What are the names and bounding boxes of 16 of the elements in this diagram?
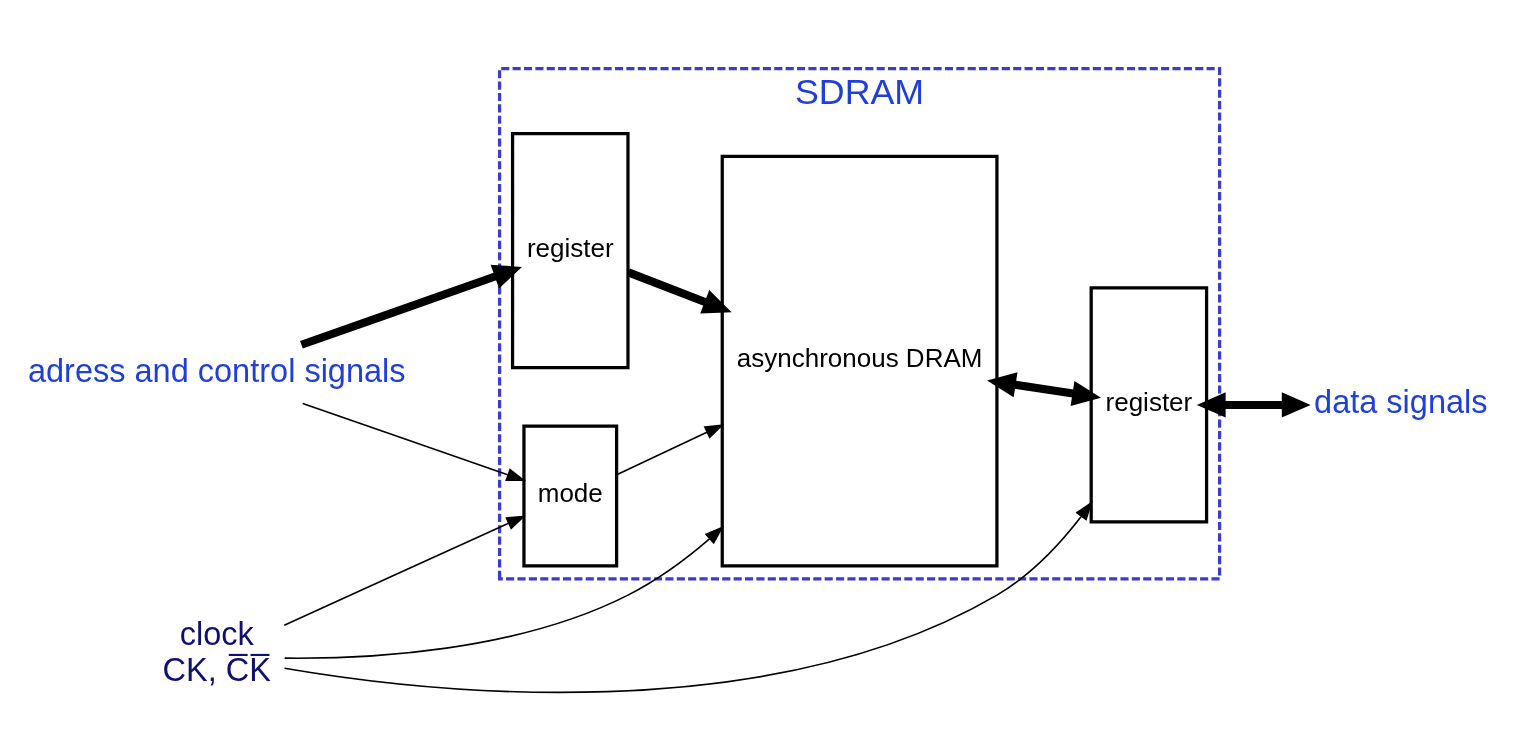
arrow: [283, 515, 526, 627]
node-text: clock CK, C̅K̅: [162, 616, 271, 689]
node-text: adress and control signals: [27, 353, 406, 390]
arrow: [626, 268, 732, 314]
node-box: register: [1089, 286, 1209, 524]
node-text: data signals: [1314, 384, 1488, 421]
arrow: [616, 424, 725, 476]
node-box: register: [510, 131, 630, 370]
arrow: [283, 501, 1093, 694]
arrow: [300, 264, 523, 349]
arrow: [1196, 392, 1311, 418]
arrow: [987, 372, 1101, 406]
arrow: [301, 402, 526, 482]
arrow: [283, 526, 724, 659]
node-box: mode: [522, 424, 619, 568]
node-box: asynchronous DRAM: [720, 154, 999, 568]
